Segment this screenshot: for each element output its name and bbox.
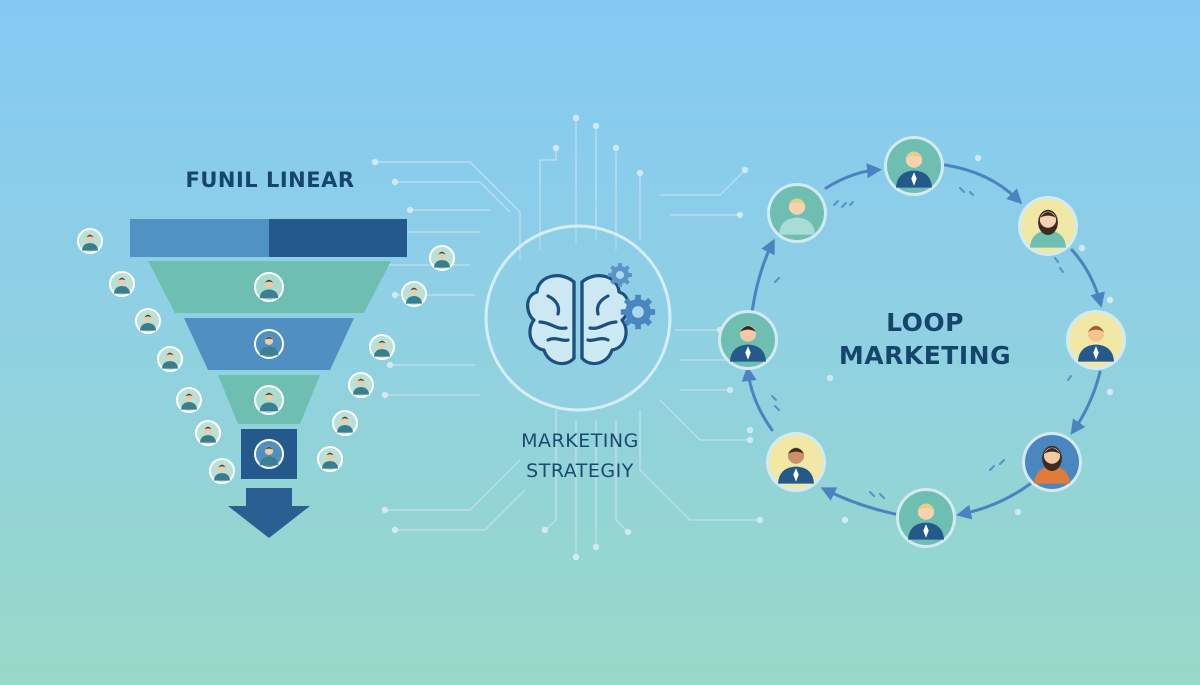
person-avatar-icon <box>209 458 235 484</box>
funnel-top-bar-right <box>269 219 407 257</box>
strategy-label-line1: MARKETING <box>521 430 639 452</box>
funnel-top-bar-left <box>130 219 269 257</box>
person-avatar-icon <box>429 245 455 271</box>
person-avatar-icon <box>369 334 395 360</box>
person-avatar-icon <box>254 329 284 359</box>
person-avatar-icon <box>348 372 374 398</box>
person-avatar-icon <box>884 136 944 196</box>
person-avatar-icon <box>401 281 427 307</box>
gear-icon <box>608 263 632 287</box>
person-avatar-icon <box>1018 196 1078 256</box>
strategy-label: MARKETING STRATEGIY <box>470 426 690 486</box>
person-avatar-icon <box>332 410 358 436</box>
person-avatar-icon <box>767 183 827 243</box>
person-avatar-icon <box>77 228 103 254</box>
loop-title-line2: MARKETING <box>838 341 1012 370</box>
person-avatar-icon <box>176 387 202 413</box>
down-arrow-icon <box>228 488 310 538</box>
person-avatar-icon <box>157 346 183 372</box>
person-avatar-icon <box>1066 310 1126 370</box>
person-avatar-icon <box>1022 432 1082 492</box>
circuit-lines <box>375 120 760 555</box>
person-avatar-icon <box>254 272 284 302</box>
gear-icon <box>620 294 656 330</box>
person-avatar-icon <box>896 488 956 548</box>
strategy-hub <box>484 224 672 412</box>
loop-cycle-arrows <box>741 163 1105 520</box>
person-avatar-icon <box>195 420 221 446</box>
loop-title: LOOP MARKETING <box>810 306 1040 372</box>
person-avatar-icon <box>254 439 284 469</box>
person-avatar-icon <box>254 385 284 415</box>
people-avatars <box>77 136 1126 548</box>
person-avatar-icon <box>718 310 778 370</box>
person-avatar-icon <box>317 446 343 472</box>
funnel-title: FUNIL LINEAR <box>185 168 355 192</box>
person-avatar-icon <box>109 271 135 297</box>
person-avatar-icon <box>135 308 161 334</box>
strategy-label-line2: STRATEGIY <box>526 460 634 482</box>
loop-sparkles <box>771 187 1072 499</box>
loop-title-line1: LOOP <box>886 308 964 337</box>
person-avatar-icon <box>766 432 826 492</box>
